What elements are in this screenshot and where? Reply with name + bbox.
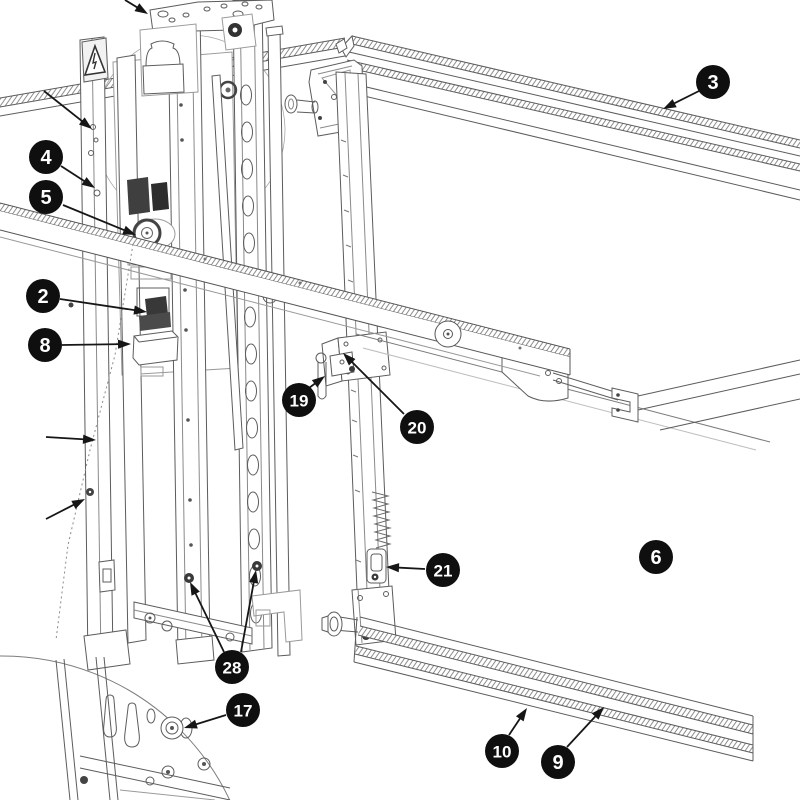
door-assembly bbox=[284, 34, 800, 762]
callout-8: 8 bbox=[28, 328, 62, 362]
leader-arrow-part-5 bbox=[62, 204, 136, 235]
callout-number-9: 9 bbox=[552, 752, 563, 774]
mounting-bolts bbox=[184, 561, 262, 583]
hinge-pin bbox=[284, 94, 319, 114]
leader-arrow-part-3 bbox=[663, 90, 700, 109]
column-latch bbox=[86, 488, 116, 593]
callout-9: 9 bbox=[541, 745, 575, 779]
callout-number-17: 17 bbox=[234, 702, 253, 721]
leader-arrow-2 bbox=[45, 434, 96, 444]
callout-17: 17 bbox=[226, 693, 260, 727]
leader-arrow-part-28 bbox=[190, 582, 225, 653]
callout-10: 10 bbox=[485, 734, 519, 768]
bottom-rails bbox=[353, 616, 754, 762]
callout-6: 6 bbox=[639, 540, 673, 574]
callout-number-3: 3 bbox=[707, 72, 718, 94]
callout-28: 28 bbox=[215, 650, 249, 684]
leader-arrow-3 bbox=[45, 499, 85, 520]
leader-arrow-part-17 bbox=[184, 714, 227, 729]
leader-arrow-1 bbox=[43, 90, 92, 129]
leader-arrow-part-20 bbox=[343, 353, 405, 415]
callout-number-19: 19 bbox=[290, 392, 309, 411]
callout-20: 20 bbox=[400, 410, 434, 444]
spring bbox=[371, 491, 392, 549]
callout-number-10: 10 bbox=[493, 743, 512, 762]
latch bbox=[366, 548, 387, 584]
outer-rail bbox=[265, 25, 291, 657]
carriage-components bbox=[68, 177, 179, 377]
detail-view bbox=[0, 243, 231, 800]
callout-2: 2 bbox=[26, 279, 60, 313]
leader-arrow-part-21 bbox=[386, 563, 426, 573]
motor bbox=[139, 23, 199, 97]
callout-number-6: 6 bbox=[650, 547, 661, 569]
warning-triangle-icon bbox=[81, 37, 109, 83]
leader-arrow-part-9 bbox=[566, 707, 604, 748]
operator-beam bbox=[0, 202, 571, 377]
callout-number-28: 28 bbox=[223, 659, 242, 678]
lift-tower bbox=[68, 0, 303, 671]
leader-arrow-part-19 bbox=[308, 376, 325, 389]
callout-3: 3 bbox=[696, 65, 730, 99]
callout-19: 19 bbox=[282, 383, 316, 417]
callout-number-5: 5 bbox=[40, 187, 51, 209]
slotted-column bbox=[232, 0, 273, 653]
callout-4: 4 bbox=[29, 140, 63, 174]
callout-number-4: 4 bbox=[40, 147, 52, 169]
upper-track bbox=[335, 77, 800, 201]
callout-5: 5 bbox=[29, 180, 63, 214]
callout-number-2: 2 bbox=[37, 286, 48, 308]
callout-number-21: 21 bbox=[434, 562, 453, 581]
pulley-top bbox=[218, 13, 257, 100]
leader-arrow-0 bbox=[124, 0, 148, 14]
detail-bracket bbox=[79, 755, 231, 800]
tower-base bbox=[133, 589, 303, 665]
leader-arrow-part-2 bbox=[59, 298, 147, 315]
callout-number-20: 20 bbox=[408, 419, 427, 438]
callout-number-8: 8 bbox=[39, 335, 50, 357]
detail-circle-bottom bbox=[0, 655, 231, 800]
keyhole-slots bbox=[103, 694, 156, 748]
leader-arrow-part-8 bbox=[61, 339, 131, 349]
callout-21: 21 bbox=[426, 553, 460, 587]
top-rail bbox=[335, 34, 800, 172]
leader-arrow-part-4 bbox=[60, 165, 95, 188]
leader-arrow-part-10 bbox=[508, 708, 527, 736]
leader-arrow-part-28 bbox=[240, 570, 259, 653]
left-column bbox=[79, 36, 131, 671]
